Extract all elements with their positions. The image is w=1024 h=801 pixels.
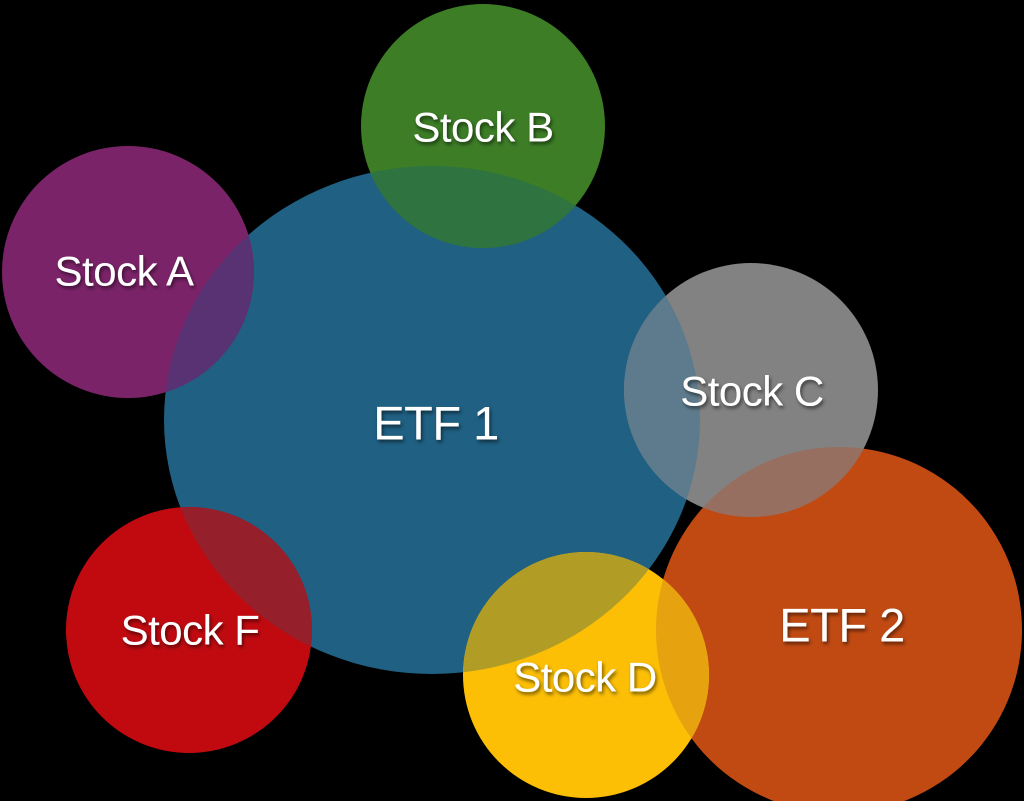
- label-stock-c: Stock C: [680, 368, 824, 415]
- labels-layer: ETF 2 ETF 1 Stock A Stock B Stock C Stock D St…: [55, 104, 906, 701]
- label-etf1: ETF 1: [373, 397, 498, 450]
- circle-etf1: [164, 166, 700, 674]
- label-stock-f: Stock F: [121, 607, 260, 654]
- label-etf2: ETF 2: [779, 599, 904, 652]
- circle-etf2: [656, 447, 1022, 801]
- label-stock-a: Stock A: [55, 248, 194, 295]
- label-stock-b: Stock B: [412, 104, 553, 151]
- label-stock-d: Stock D: [513, 654, 657, 701]
- circles-layer: [2, 4, 1022, 801]
